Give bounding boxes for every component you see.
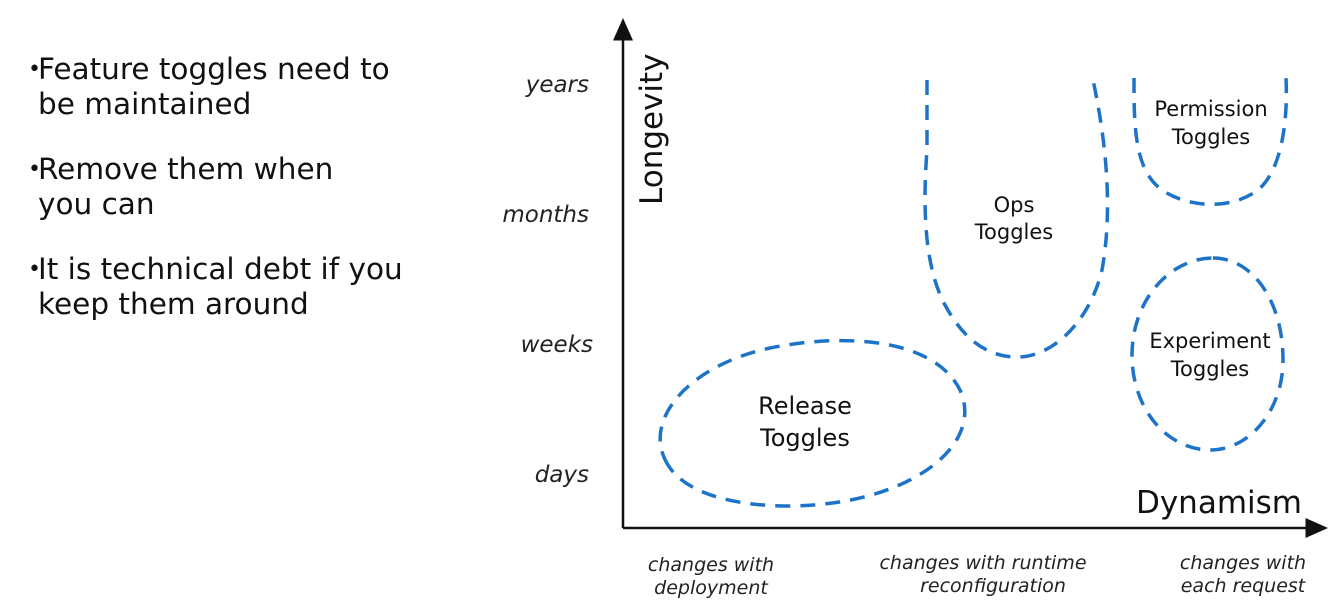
bullet-line: It is technical debt if you: [38, 252, 403, 286]
ops-toggles-label: Ops: [994, 193, 1035, 217]
x-tick-label: changes with runtime: [879, 552, 1086, 574]
bullet-line: be maintained: [38, 87, 252, 121]
permission-toggles-label: Permission: [1154, 97, 1267, 121]
release-toggles-region: [658, 338, 967, 508]
ops-toggles-label: Toggles: [974, 220, 1053, 244]
x-tick-label: reconfiguration: [920, 575, 1066, 597]
release-toggles-label: Toggles: [759, 424, 850, 452]
y-axis-title: Longevity: [634, 53, 670, 205]
bullet-line: keep them around: [38, 287, 309, 321]
bullet-list: • Feature toggles need to be maintained …: [28, 52, 448, 352]
bullet-item: • It is technical debt if you keep them …: [28, 252, 448, 322]
bullet-item: • Remove them when you can: [28, 152, 448, 222]
bullet-dot: •: [28, 57, 41, 82]
x-tick-label: each request: [1181, 575, 1307, 597]
x-tick-label: deployment: [654, 577, 769, 599]
experiment-toggles-label: Experiment: [1149, 329, 1270, 353]
y-tick-label: months: [502, 202, 589, 228]
bullet-dot: •: [28, 257, 41, 282]
y-tick-label: weeks: [521, 332, 593, 358]
bullet-dot: •: [28, 157, 41, 182]
y-tick-label: years: [525, 72, 589, 98]
permission-toggles-region: [1132, 77, 1289, 207]
experiment-toggles-label: Toggles: [1170, 357, 1249, 381]
release-toggles-label: Release: [758, 392, 852, 420]
bullet-line: you can: [38, 187, 155, 221]
experiment-toggles-region: [1130, 256, 1285, 452]
bullet-line: Remove them when: [38, 152, 334, 186]
x-tick-label: changes with: [1180, 552, 1306, 574]
bullet-line: Feature toggles need to: [38, 52, 390, 86]
ops-toggles-region: [923, 79, 1110, 359]
x-axis-title: Dynamism: [1136, 485, 1302, 521]
x-tick-label: changes with: [648, 554, 774, 576]
bullet-item: • Feature toggles need to be maintained: [28, 52, 448, 122]
y-tick-label: days: [535, 462, 589, 488]
permission-toggles-label: Toggles: [1171, 125, 1250, 149]
